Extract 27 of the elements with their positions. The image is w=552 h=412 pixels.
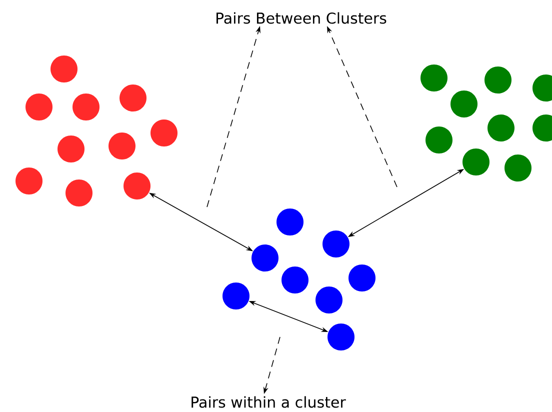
dot	[316, 286, 342, 314]
dot	[328, 324, 354, 350]
dot	[16, 168, 42, 194]
caption-text: Pairs within a cluster	[192, 396, 346, 408]
dot	[462, 148, 490, 176]
dot	[108, 132, 136, 160]
dot	[322, 230, 350, 258]
dot	[26, 94, 52, 120]
dot	[276, 208, 304, 236]
dot	[150, 120, 178, 146]
dot	[252, 244, 278, 272]
caption-text: Pairs Between Clusters	[216, 12, 386, 24]
dot	[58, 136, 84, 162]
dot	[484, 66, 512, 94]
dot	[488, 114, 514, 142]
dot	[72, 94, 100, 120]
dot	[120, 84, 146, 112]
dot	[348, 264, 376, 292]
dot	[66, 180, 92, 206]
dot	[420, 64, 448, 92]
dot	[124, 172, 150, 200]
dot	[450, 90, 478, 118]
dot	[50, 56, 78, 82]
dot	[222, 282, 250, 310]
dot	[282, 266, 308, 294]
dot	[426, 126, 452, 154]
dot	[504, 154, 532, 182]
